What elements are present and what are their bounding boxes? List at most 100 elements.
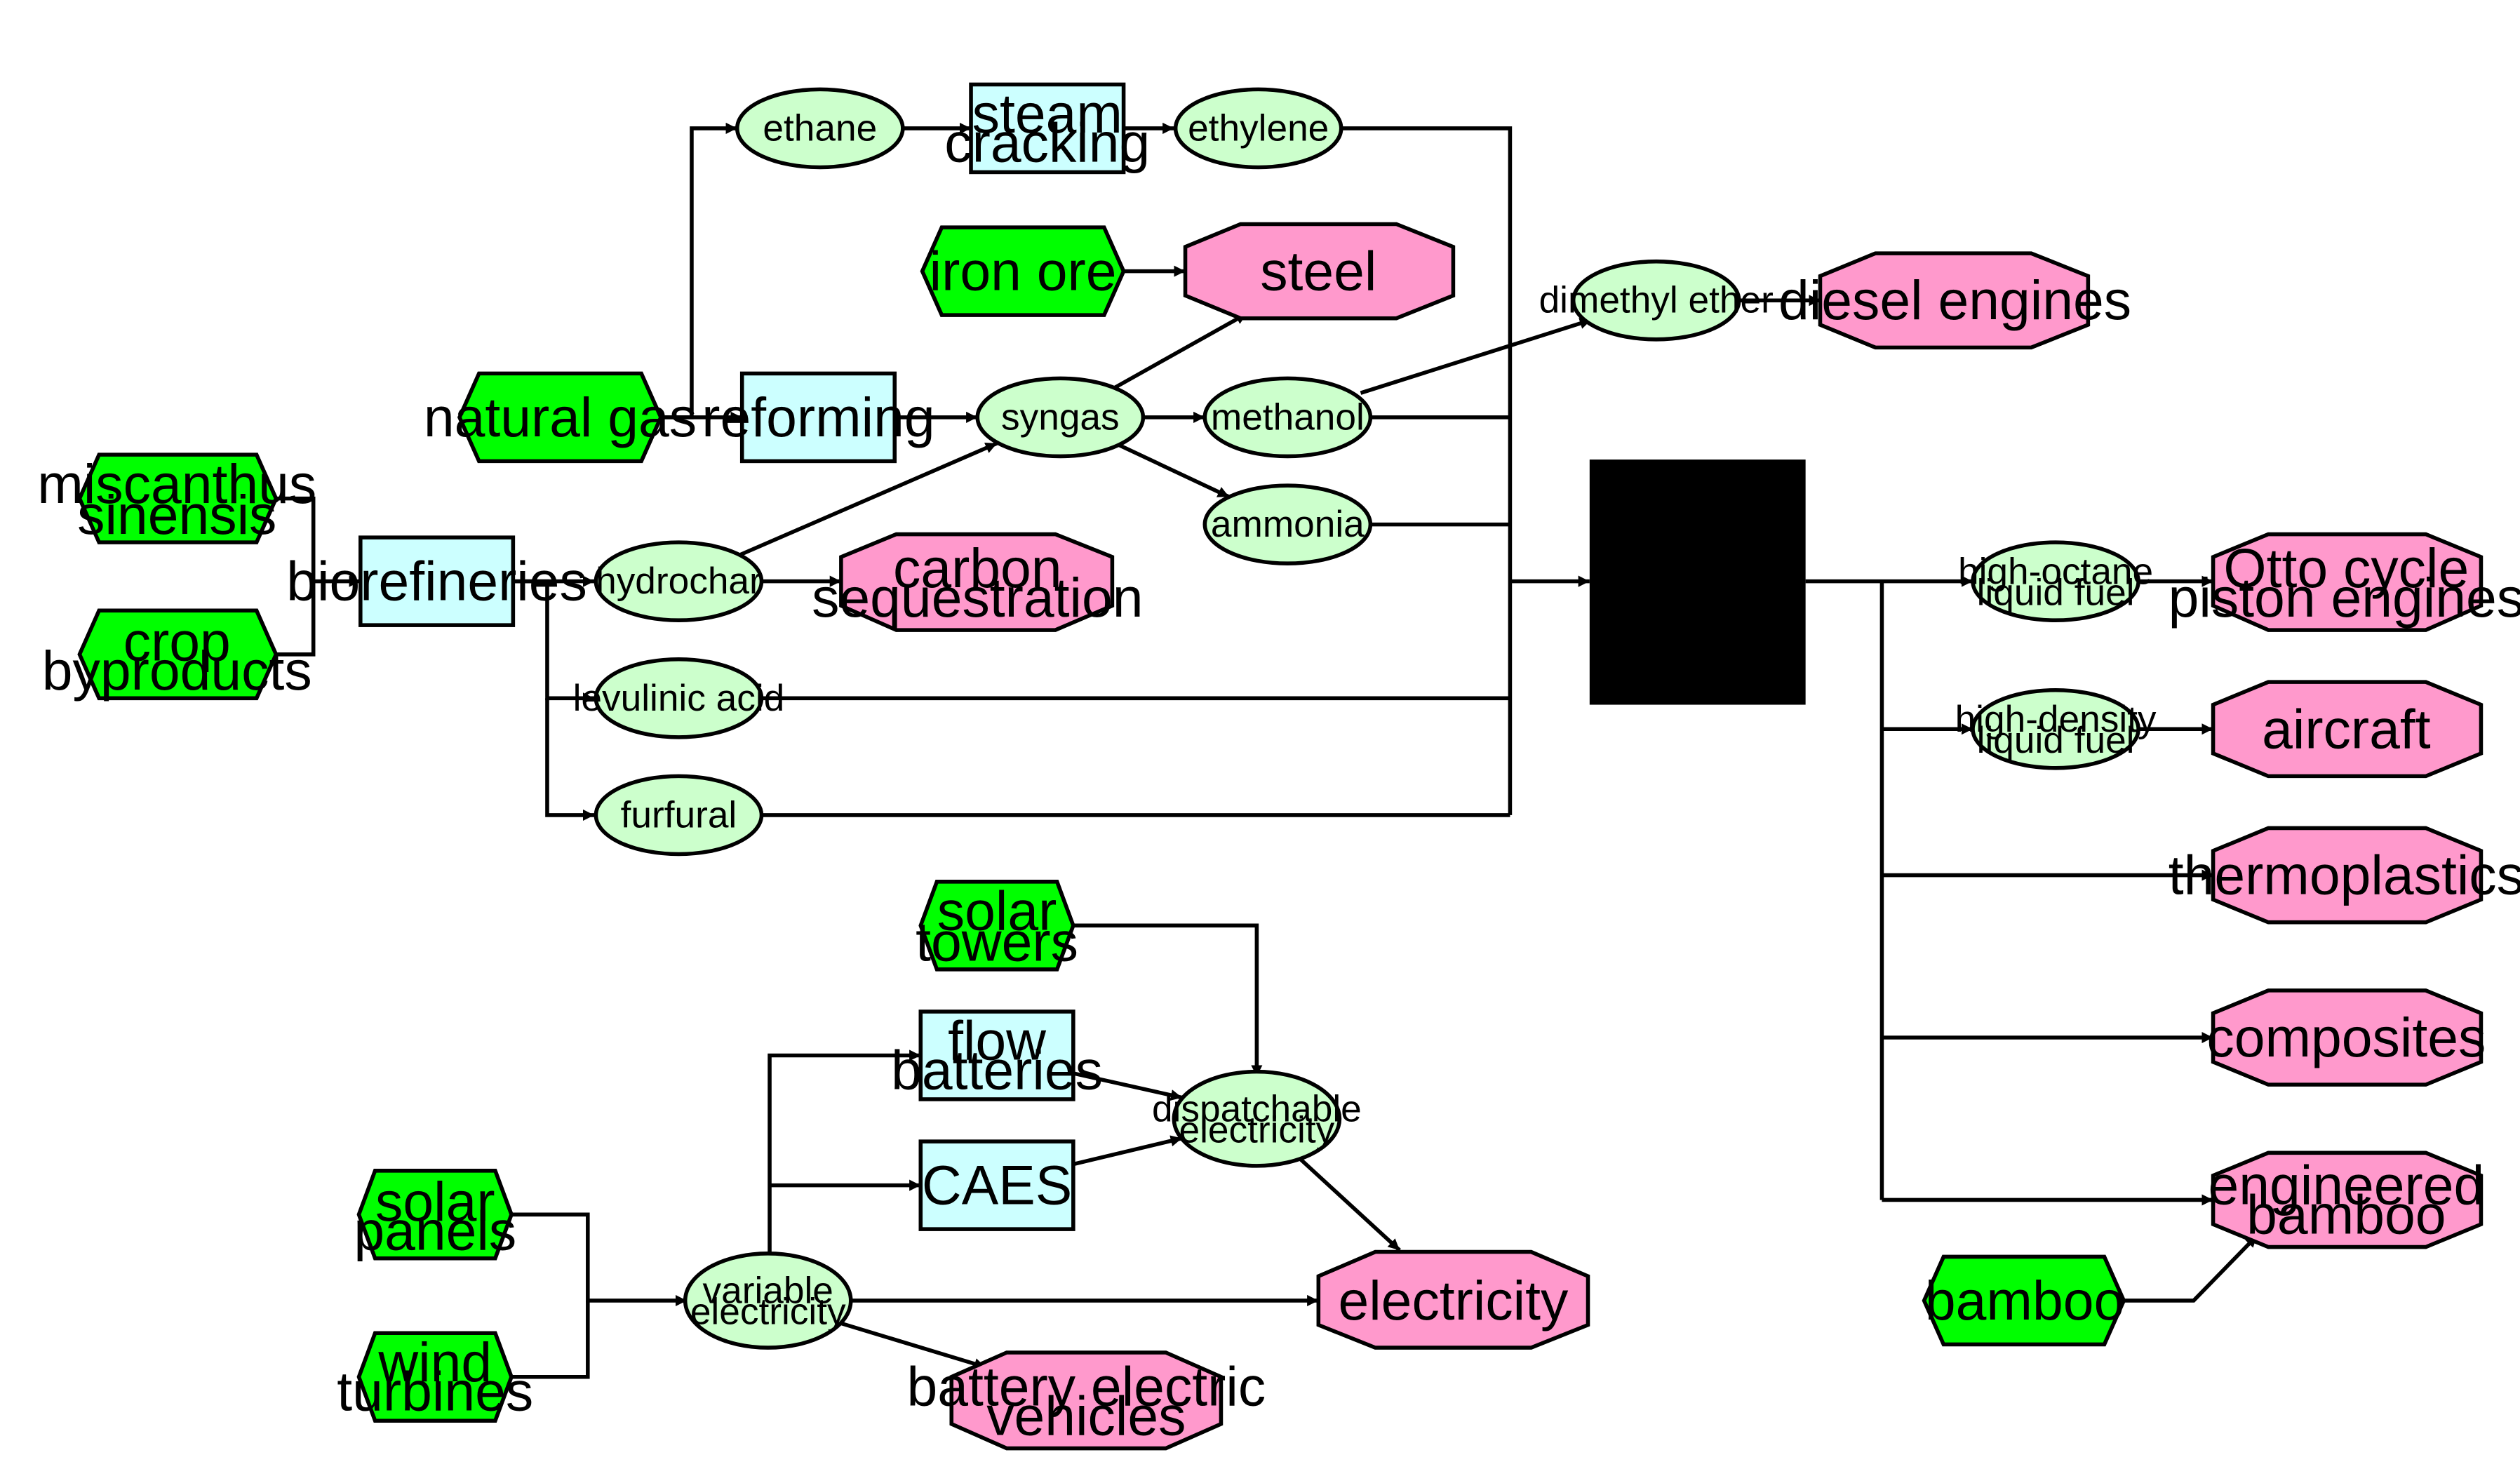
node-steam-cracking[interactable]: steam cracking [944, 82, 1150, 175]
node-carbon-sequestration[interactable]: carbon sequestration [812, 532, 1144, 632]
node-label-line-2: bamboo [2246, 1183, 2446, 1245]
node-label: ammonia [1211, 504, 1365, 545]
node-label-line-2: batteries [891, 1039, 1103, 1101]
edge-miscanthus-to-biorefineries [276, 496, 361, 587]
octagon-shape [2211, 532, 2484, 632]
node-ethylene[interactable]: ethylene [1173, 87, 1343, 170]
edge-methanol-to-dimethyl-ether [1360, 318, 1592, 395]
node-diesel-engines[interactable]: diesel engines [1778, 251, 2131, 350]
ellipse-shape [1971, 687, 2140, 770]
node-label-line-2: liquid fuel [1977, 720, 2135, 761]
node-dispatchable-electricity[interactable]: dispatchable electricity [1152, 1069, 1362, 1168]
node-high-density-liquid-fuel[interactable]: high-density liquid fuel [1955, 687, 2157, 770]
ellipse-shape [594, 657, 764, 739]
node-label-line-2: electricity [1179, 1109, 1334, 1150]
node-label-line-2: vehicles [986, 1385, 1186, 1447]
node-label-line-1: dispatchable [1152, 1088, 1362, 1129]
node-label-line-2: piston engines [2169, 567, 2520, 629]
ellipse-shape [1202, 376, 1373, 459]
node-label: hydrochar [596, 561, 762, 602]
node-crop-byproducts[interactable]: crop byproducts [42, 608, 312, 702]
node-label: diesel engines [1778, 269, 2131, 331]
node-label: iron ore [930, 241, 1117, 302]
node-variable-electricity[interactable]: variable electricity [683, 1252, 853, 1350]
node-aircraft[interactable]: aircraft [2211, 680, 2484, 779]
octagon-shape [839, 532, 1115, 632]
octagon-shape [949, 1350, 1224, 1451]
node-methanol[interactable]: methanol [1202, 376, 1373, 459]
node-dimethyl-ether[interactable]: dimethyl ether [1539, 259, 1774, 342]
ellipse-shape [1571, 259, 1741, 342]
node-flow-batteries[interactable]: flow batteries [891, 1009, 1103, 1101]
node-ethane[interactable]: ethane [735, 87, 905, 170]
edge-bamboo-to-engineered-bamboo [2124, 1234, 2259, 1303]
rectangle-shape [918, 1139, 1075, 1231]
node-label: natural gas [424, 387, 697, 448]
node-high-octane-liquid-fuel[interactable]: high-octane liquid fuel [1958, 540, 2153, 622]
hexagon-shape [457, 371, 664, 464]
node-label-line-1: miscanthus [37, 453, 316, 515]
octagon-shape [1818, 251, 2091, 350]
edge-wind-turbines-to-variable [511, 1300, 590, 1379]
node-label-line-1: battery electric [907, 1356, 1266, 1418]
ellipse-shape [594, 540, 764, 622]
node-label-line-1: Otto cycle [2223, 537, 2469, 599]
node-syngas[interactable]: syngas [975, 376, 1146, 459]
node-label: aircraft [2262, 698, 2431, 760]
node-otto-cycle-piston-engines[interactable]: Otto cycle piston engines [2169, 532, 2520, 632]
node-label-line-1: steam [972, 83, 1122, 145]
node-solar-panels[interactable]: solar panels [354, 1169, 516, 1262]
ellipse-shape [1173, 87, 1343, 170]
node-ammonia[interactable]: ammonia [1202, 483, 1373, 565]
node-composites[interactable]: composites [2206, 988, 2486, 1087]
hexagon-shape [918, 880, 1075, 972]
node-levulinic-acid[interactable]: levulinic acid [573, 657, 785, 739]
edge-hydrochar-to-syngas [737, 441, 998, 558]
node-iron-ore[interactable]: iron ore [920, 225, 1126, 317]
node-label-line-1: high-density [1955, 699, 2157, 740]
octagon-shape [2211, 826, 2484, 925]
node-label-line-1: solar [937, 880, 1057, 941]
node-engineered-bamboo[interactable]: engineered bamboo [2208, 1150, 2484, 1249]
rectangle-shape [739, 371, 897, 464]
node-electricity[interactable]: electricity [1316, 1249, 1590, 1350]
edges [276, 122, 2259, 1379]
node-label-line-1: carbon [893, 537, 1062, 599]
edge-flow-batteries-to-dispatchable [1073, 1071, 1183, 1101]
hexagon-shape [356, 1331, 514, 1423]
ellipse-shape [594, 774, 764, 857]
node-wind-turbines[interactable]: wind turbines [337, 1331, 533, 1423]
node-label-line-1: solar [375, 1171, 495, 1233]
node-steel[interactable]: steel [1183, 222, 1456, 321]
node-biorefineries[interactable]: biorefineries [286, 535, 587, 627]
node-miscanthus-sinensis[interactable]: miscanthus sinensis [37, 452, 316, 546]
node-label: syngas [1001, 396, 1120, 438]
node-thermoplastics[interactable]: thermoplastics [2169, 826, 2520, 925]
node-natural-gas[interactable]: natural gas [424, 371, 697, 464]
node-solar-towers[interactable]: solar towers [916, 880, 1078, 972]
edge-crop-byproducts-to-biorefineries [276, 581, 316, 657]
node-label: ethylene [1188, 107, 1329, 149]
edge-variable-to-bev [840, 1321, 986, 1369]
edge-solar-towers-to-dispatchable [1073, 923, 1263, 1077]
node-label: ethane [763, 107, 877, 149]
edge-natural-gas-to-ethane [660, 122, 737, 420]
node-furfural[interactable]: furfural [594, 774, 764, 857]
node-label: bamboo [1925, 1270, 2124, 1331]
hexagon-shape [920, 225, 1126, 317]
node-hydrochar[interactable]: hydrochar [594, 540, 764, 622]
ellipse-shape [735, 87, 905, 170]
hexagon-shape [77, 452, 279, 544]
node-label-line-1: crop [123, 610, 231, 672]
edge-syngas-to-ammonia [1118, 443, 1231, 499]
node-reforming[interactable]: reforming [702, 371, 935, 464]
octagon-shape [1316, 1249, 1590, 1350]
node-caes[interactable]: CAES [918, 1139, 1075, 1231]
ellipse-shape [1202, 483, 1373, 565]
node-label: thermoplastics [2169, 845, 2520, 906]
octagon-shape [1183, 222, 1456, 321]
edge-biorefineries-to-furfural [545, 698, 595, 821]
node-battery-electric-vehicles[interactable]: battery electric vehicles [907, 1350, 1266, 1451]
node-label: reforming [702, 387, 934, 448]
node-bamboo[interactable]: bamboo [1922, 1254, 2126, 1347]
